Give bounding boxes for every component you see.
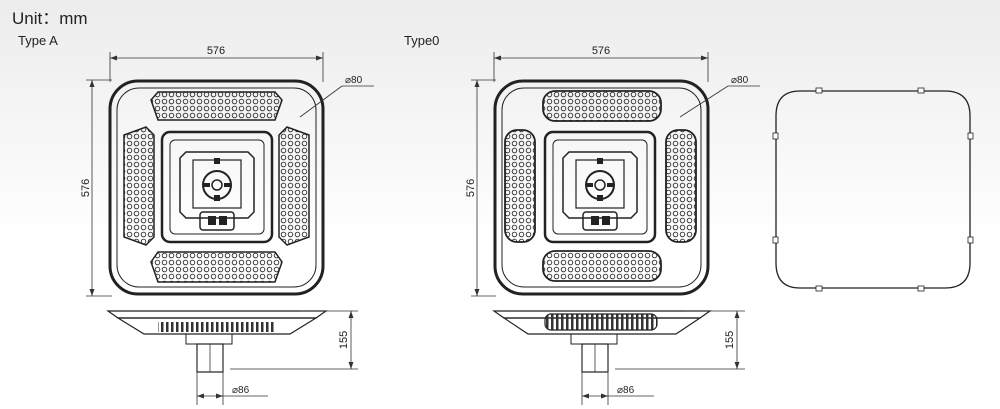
type-0-connector [582,211,618,231]
type-a-connector [199,211,235,231]
type-a-height-dim: 576 [80,179,92,197]
type-0-label: Type0 [404,33,440,48]
type-0-side-height-dim: 155 [724,331,736,349]
type-a-label: Type A [18,33,58,48]
type-a-side-view: 155 ⌀86 [106,310,358,405]
type-0-width-dim: 576 [592,45,610,57]
type-0-height-dim: 576 [465,179,477,197]
type-a-pole-dim: ⌀86 [232,385,250,396]
type-0-led-panel-top [542,90,662,122]
type-0-led-panel-bottom [542,250,662,282]
type-a-led-panel-top [150,91,283,121]
type-0-pole-dim: ⌀86 [617,385,635,396]
type-0-led-panel-left [504,129,536,243]
type-a-heatsink-fins [158,322,274,332]
type-a-driver-box [160,130,274,244]
type-0-led-panel-right [665,129,697,243]
type-a-led-panel-right [278,126,310,246]
type-a-width-dim: 576 [207,45,225,57]
type-a-led-panel-bottom [150,251,283,283]
type-0-driver-box [543,130,657,244]
unit-label: Unit：mm [12,9,88,28]
type-a-housing [108,79,325,296]
type-a-hole-dim: ⌀80 [345,75,363,86]
cover-outline-view [772,87,974,292]
type-a-top-view: 576 576 ⌀80 [80,45,374,297]
type-0-top-view: 576 576 ⌀80 [465,45,760,297]
type-a-side-height-dim: 155 [338,331,350,349]
type-0-housing [493,79,710,296]
type-0-hole-dim: ⌀80 [731,75,749,86]
cover-outline [775,90,971,289]
type-a-side-housing [106,310,328,319]
type-0-heatsink-fins [544,313,658,331]
type-a-led-panel-left [123,126,155,246]
type-0-side-view: 155 ⌀86 [492,310,745,405]
